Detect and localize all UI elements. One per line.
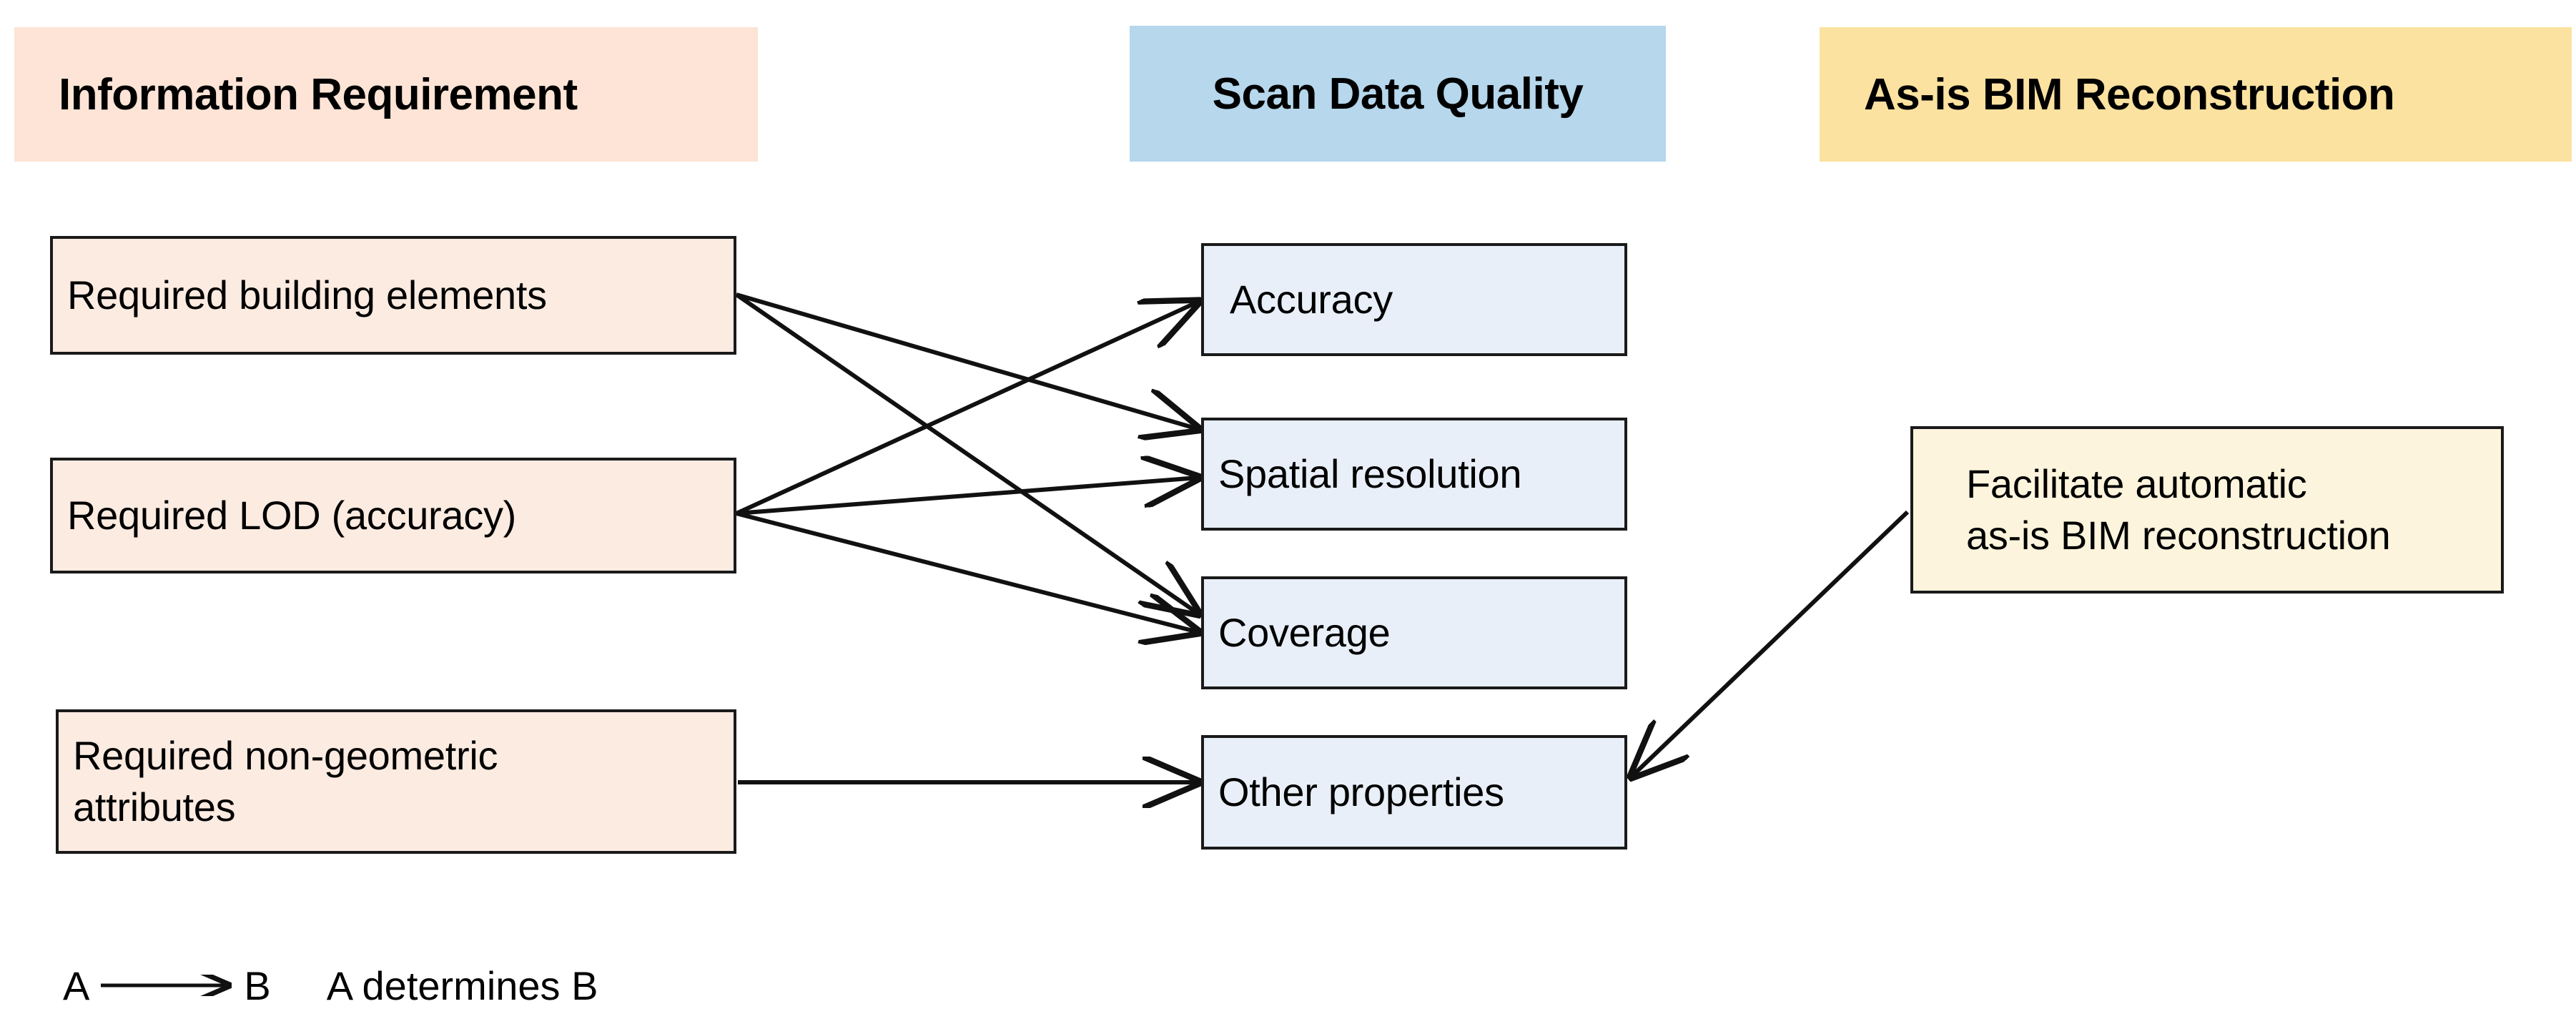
node-spatial-resolution[interactable]: Spatial resolution [1201, 418, 1627, 531]
edge-lod-to-accuracy [735, 302, 1198, 516]
node-label-line2: attributes [73, 784, 236, 829]
edge-lod-to-spatial-resolution [736, 478, 1198, 516]
node-label: Required non-geometric attributes [73, 730, 498, 832]
node-label: Required LOD (accuracy) [67, 493, 516, 538]
column-header-label: Scan Data Quality [1212, 69, 1584, 119]
column-header-label: As-is BIM Reconstruction [1864, 69, 2395, 119]
node-label: Spatial resolution [1218, 451, 1522, 497]
node-facilitate-as-is-bim-reconstruction[interactable]: Facilitate automatic as-is BIM reconstru… [1910, 426, 2504, 594]
node-label: Facilitate automatic as-is BIM reconstru… [1966, 458, 2391, 561]
legend-arrow-icon [101, 975, 237, 996]
node-accuracy[interactable]: Accuracy [1201, 243, 1627, 356]
node-label: Coverage [1218, 610, 1391, 656]
legend: A B A determines B [63, 958, 598, 1013]
column-header-information-requirement: Information Requirement [14, 27, 758, 162]
node-label: Required building elements [67, 272, 547, 318]
edge-facilitate-to-other-properties [1632, 510, 1910, 777]
node-other-properties[interactable]: Other properties [1201, 735, 1627, 850]
node-label-line1: Facilitate automatic [1966, 461, 2307, 507]
node-label-line1: Required non-geometric [73, 733, 498, 779]
column-header-label: Information Requirement [59, 69, 578, 119]
node-coverage[interactable]: Coverage [1201, 576, 1627, 689]
legend-description: A determines B [326, 962, 598, 1008]
node-required-non-geometric-attributes[interactable]: Required non-geometric attributes [56, 709, 736, 854]
legend-target-label: B [244, 962, 271, 1008]
edge-lod-to-coverage [736, 511, 1198, 632]
legend-source-label: A [63, 962, 90, 1008]
edge-building-elements-to-spatial-resolution [736, 292, 1198, 429]
column-header-scan-data-quality: Scan Data Quality [1130, 26, 1666, 162]
node-label-line2: as-is BIM reconstruction [1966, 513, 2391, 558]
node-required-building-elements[interactable]: Required building elements [50, 236, 736, 355]
edge-building-elements-to-coverage [735, 292, 1198, 614]
node-required-lod[interactable]: Required LOD (accuracy) [50, 458, 736, 573]
node-label: Accuracy [1230, 277, 1393, 322]
node-label: Other properties [1218, 769, 1504, 815]
column-header-as-is-bim-reconstruction: As-is BIM Reconstruction [1820, 27, 2572, 162]
